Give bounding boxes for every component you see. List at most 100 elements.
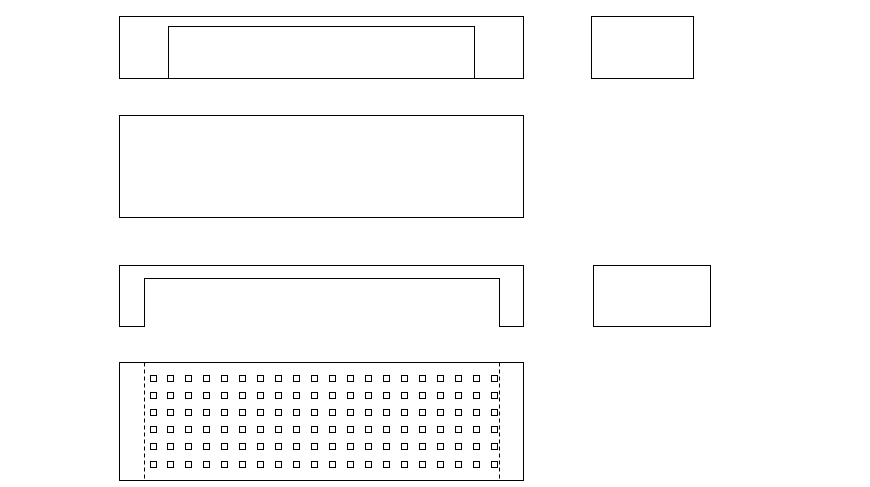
perforation-hole <box>185 392 192 399</box>
perforation-hole <box>311 409 318 416</box>
perforation-hole <box>419 426 426 433</box>
perforation-hole <box>437 461 444 468</box>
perforation-hole <box>329 409 336 416</box>
perforation-hole <box>275 443 282 450</box>
perforation-hole <box>311 461 318 468</box>
perforation-hole <box>419 375 426 382</box>
perforation-hole <box>491 409 498 416</box>
perforation-hole <box>203 461 210 468</box>
perforation-hole <box>347 375 354 382</box>
perforation-hole <box>167 409 174 416</box>
perforation-hole <box>257 409 264 416</box>
perforation-hole <box>455 392 462 399</box>
perforation-hole <box>239 461 246 468</box>
perforation-grid <box>150 375 498 468</box>
bench-elevation-view <box>119 265 524 327</box>
perforation-hole <box>257 392 264 399</box>
perforation-hole <box>257 461 264 468</box>
perforation-hole <box>401 409 408 416</box>
perforation-hole <box>365 392 372 399</box>
perforation-hole <box>257 426 264 433</box>
perforation-hole <box>203 426 210 433</box>
perforation-hole <box>203 375 210 382</box>
front-elevation-outline <box>119 16 524 79</box>
perforation-hole <box>491 443 498 450</box>
perforation-hole <box>150 426 157 433</box>
perforation-hole <box>347 426 354 433</box>
perforation-hole <box>401 461 408 468</box>
perforation-hole <box>347 461 354 468</box>
perforation-hole <box>221 392 228 399</box>
perforation-hole <box>473 443 480 450</box>
perforation-hole <box>437 392 444 399</box>
perforation-hole <box>311 375 318 382</box>
perforation-hole <box>150 461 157 468</box>
perforation-hole <box>455 443 462 450</box>
perforation-hole <box>455 375 462 382</box>
perforation-hole <box>383 461 390 468</box>
perforation-hole <box>365 426 372 433</box>
perforation-hole <box>221 409 228 416</box>
perforation-hole <box>383 375 390 382</box>
plan-view <box>119 115 524 218</box>
perforation-hole <box>329 375 336 382</box>
perforation-hole <box>185 461 192 468</box>
perforation-hole <box>491 426 498 433</box>
perforation-hole <box>437 426 444 433</box>
perforation-hole <box>401 375 408 382</box>
perforation-hole <box>167 375 174 382</box>
perforation-hole <box>383 392 390 399</box>
perforation-hole <box>167 426 174 433</box>
perforation-hole <box>275 392 282 399</box>
perforation-hole <box>275 375 282 382</box>
perforation-hole <box>275 409 282 416</box>
perforation-hole <box>293 443 300 450</box>
perforation-hole <box>491 375 498 382</box>
perforation-hole <box>293 392 300 399</box>
perforation-hole <box>491 392 498 399</box>
perforation-hole <box>473 426 480 433</box>
perforation-hole <box>329 392 336 399</box>
perforation-hole <box>437 409 444 416</box>
perforation-hole <box>455 461 462 468</box>
side-view-bottom-outline <box>593 265 711 327</box>
bench-elevation-profile <box>119 265 524 327</box>
plan-view-outline <box>119 115 524 218</box>
perforation-hole <box>347 392 354 399</box>
perforation-hole <box>239 443 246 450</box>
perforation-hole <box>221 426 228 433</box>
perforation-hole <box>167 392 174 399</box>
perforation-hole <box>257 375 264 382</box>
perforation-hole <box>401 392 408 399</box>
perforation-hole <box>293 461 300 468</box>
side-view-top <box>591 16 694 79</box>
perforation-hole <box>239 375 246 382</box>
perforation-hole <box>221 375 228 382</box>
perforation-hole <box>203 409 210 416</box>
perforation-hole <box>491 461 498 468</box>
perforation-hole <box>419 409 426 416</box>
perforation-hole <box>221 443 228 450</box>
perforation-hole <box>203 392 210 399</box>
perforated-seat-plan <box>119 362 524 481</box>
side-view-top-outline <box>591 16 694 79</box>
perforation-hole <box>473 461 480 468</box>
perforation-hole <box>311 443 318 450</box>
perforation-hole <box>329 461 336 468</box>
perforation-hole <box>150 375 157 382</box>
side-view-bottom <box>593 265 711 327</box>
perforation-hole <box>383 443 390 450</box>
perforation-hole <box>437 375 444 382</box>
perforation-hole <box>293 409 300 416</box>
perforation-hole <box>401 426 408 433</box>
perforation-hole <box>419 443 426 450</box>
perforation-hole <box>473 392 480 399</box>
perforation-hole <box>275 461 282 468</box>
perforation-hole <box>185 409 192 416</box>
perforation-hole <box>293 426 300 433</box>
perforation-hole <box>203 443 210 450</box>
perforation-hole <box>185 375 192 382</box>
perforation-hole <box>365 375 372 382</box>
